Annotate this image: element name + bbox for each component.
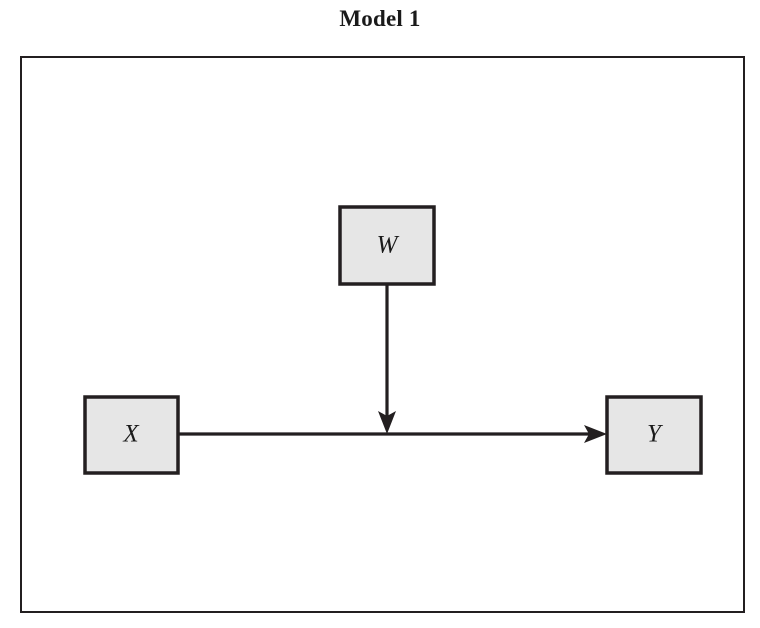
edge-w-to-xy-arrowhead-icon: [378, 411, 396, 434]
edge-w-to-xy: [378, 284, 396, 434]
node-w[interactable]: W: [338, 205, 436, 286]
node-y-label: Y: [647, 421, 664, 448]
node-x[interactable]: X: [83, 395, 180, 475]
node-w-label: W: [377, 232, 400, 259]
figure-title: Model 1: [339, 6, 421, 31]
node-y-box[interactable]: [605, 395, 703, 475]
edge-x-to-y-arrowhead-icon: [584, 425, 607, 443]
node-x-box[interactable]: [83, 395, 180, 475]
edge-x-to-y: [178, 425, 607, 443]
node-x-label: X: [122, 421, 140, 448]
node-w-box[interactable]: [338, 205, 436, 286]
figure-frame-border: [20, 56, 745, 613]
node-y[interactable]: Y: [605, 395, 703, 475]
